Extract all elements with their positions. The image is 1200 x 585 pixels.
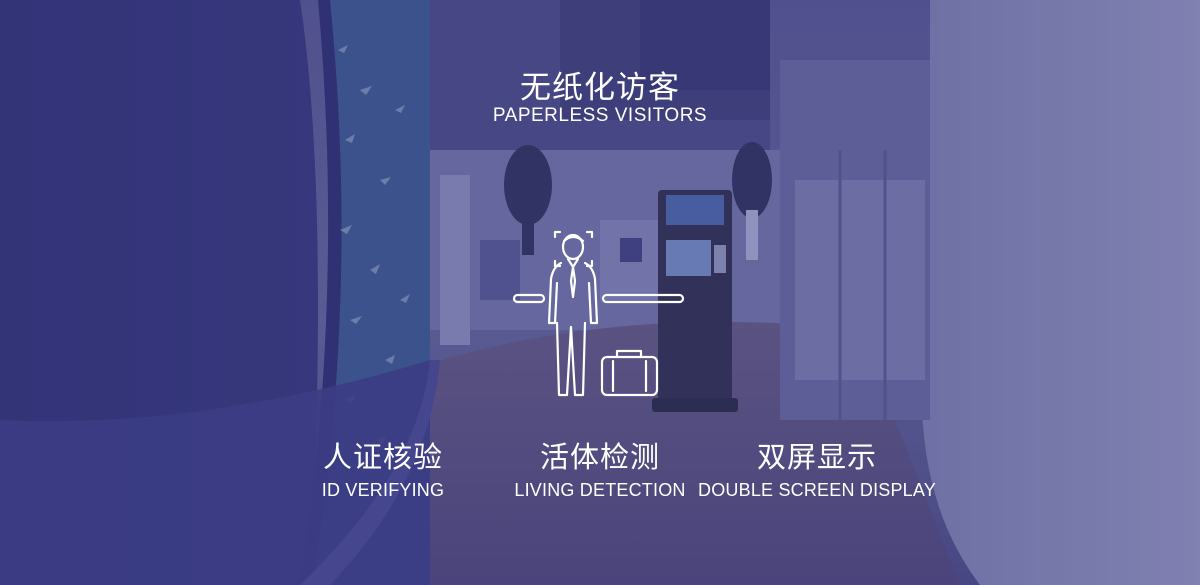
feature-double-screen-display: 双屏显示 DOUBLE SCREEN DISPLAY — [687, 438, 947, 501]
feature-title-cn: 双屏显示 — [756, 442, 877, 474]
feature-title-en: LIVING DETECTION — [514, 480, 686, 500]
visitor-gate-icon — [505, 225, 695, 405]
feature-title-en: DOUBLE SCREEN DISPLAY — [698, 480, 936, 500]
suitcase-icon — [600, 349, 659, 397]
feature-title-cn: 活体检测 — [539, 442, 660, 474]
feature-living-detection: 活体检测 LIVING DETECTION — [470, 438, 730, 501]
feature-title-en: ID VERIFYING — [321, 480, 445, 500]
feature-title-cn: 人证核验 — [322, 442, 443, 474]
feature-id-verifying: 人证核验 ID VERIFYING — [253, 438, 513, 501]
page-title-en: PAPERLESS VISITORS — [492, 105, 708, 126]
page-title-cn: 无纸化访客 — [520, 70, 680, 105]
